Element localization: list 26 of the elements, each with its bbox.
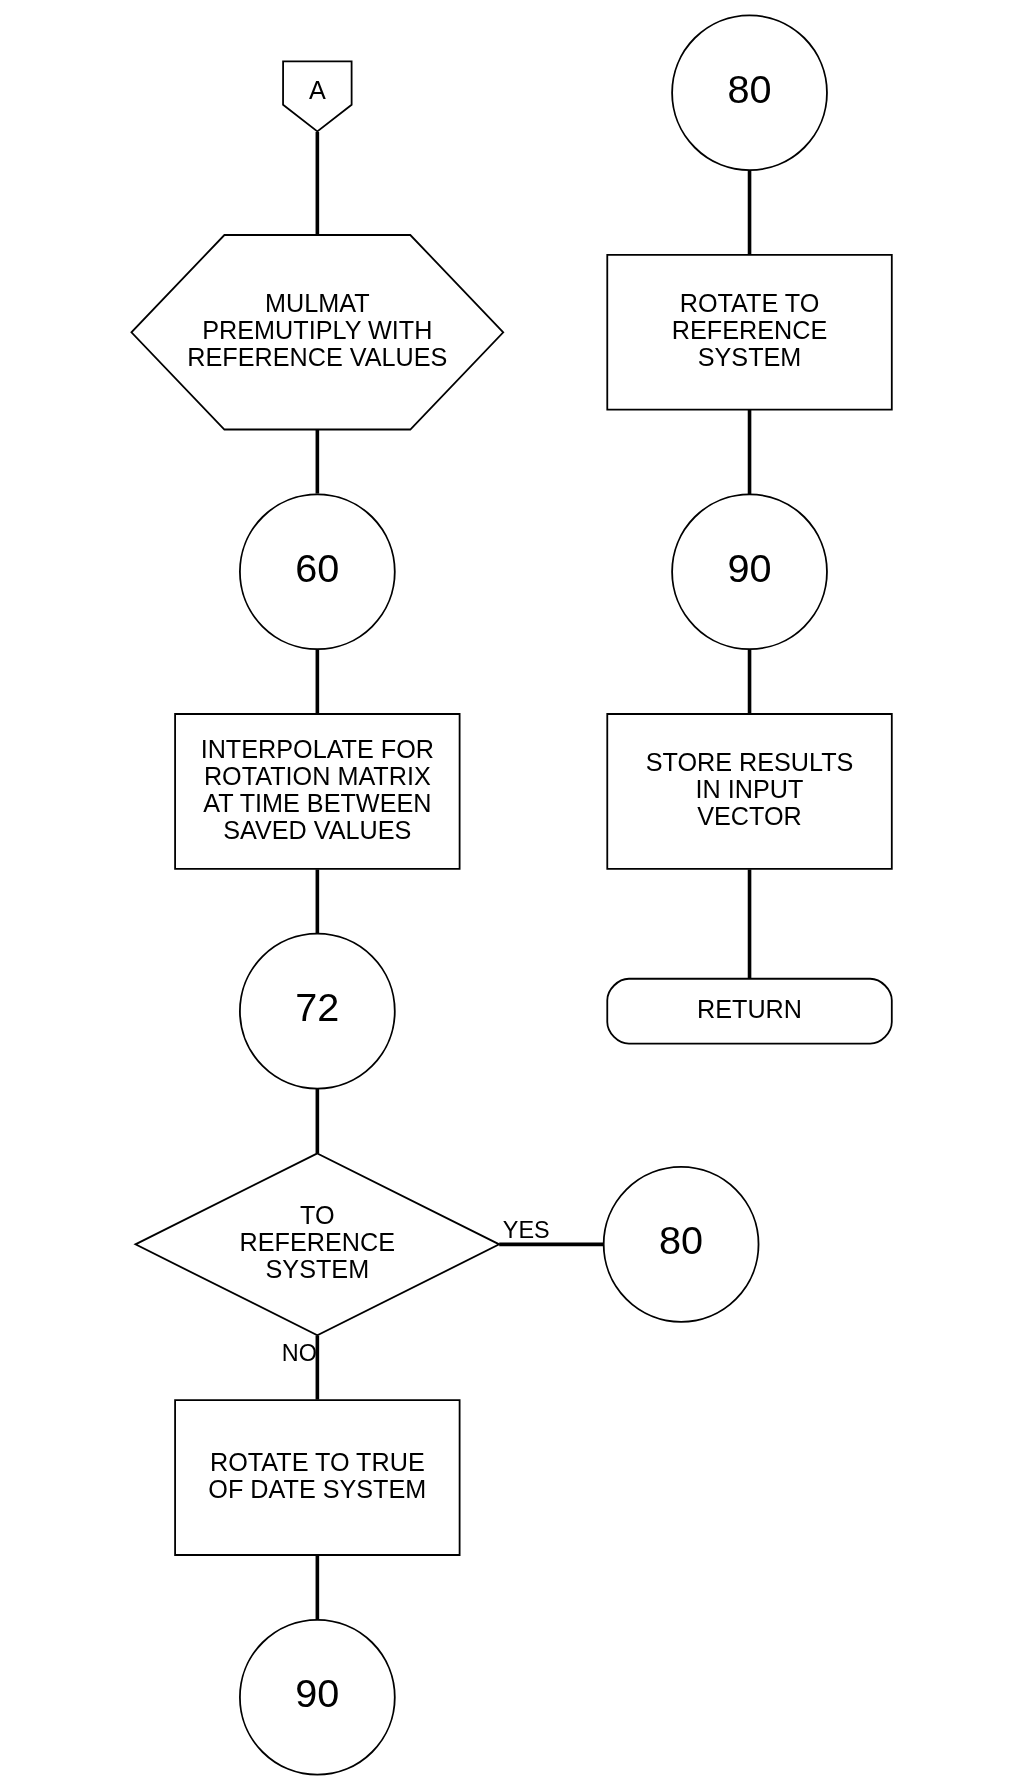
connector: [315, 1335, 319, 1400]
connector: [315, 649, 319, 714]
node-diamond: TO REFERENCE SYSTEM: [132, 1152, 501, 1337]
edge-label: YES: [502, 1216, 550, 1243]
node-box: INTERPOLATE FOR ROTATION MATRIX AT TIME BETWEEN SAVED VALUES: [173, 713, 460, 870]
connector: [747, 170, 751, 255]
connector: [315, 430, 319, 494]
node-circle: 80: [602, 1166, 759, 1323]
connector: [498, 1242, 604, 1247]
node-circle: 60: [238, 493, 396, 651]
connector: [747, 410, 751, 495]
connector: [315, 131, 319, 235]
edge-label: NO: [281, 1340, 317, 1367]
connector: [315, 1088, 319, 1154]
node-box: STORE RESULTS IN INPUT VECTOR: [605, 713, 893, 870]
node-circle: 80: [670, 14, 828, 172]
connector: [315, 869, 319, 934]
node-box: ROTATE TO TRUE OF DATE SYSTEM: [173, 1399, 460, 1556]
node-circle: 90: [238, 1618, 396, 1776]
node-circle: 72: [238, 932, 396, 1090]
node-box: RETURN: [605, 977, 893, 1045]
node-circle: 90: [670, 493, 828, 651]
connector: [747, 869, 751, 979]
connector: [315, 1555, 319, 1620]
node-box: ROTATE TO REFERENCE SYSTEM: [605, 253, 893, 411]
connector: [747, 649, 751, 714]
